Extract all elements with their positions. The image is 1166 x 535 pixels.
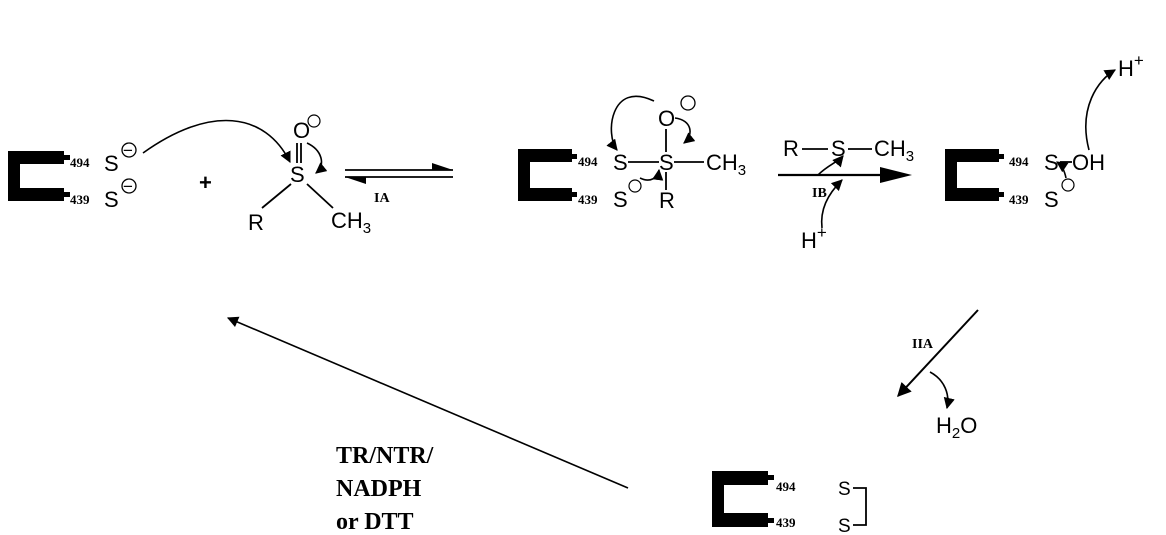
sulfur-494: S	[1044, 150, 1059, 175]
negative-charge-icon	[307, 114, 321, 128]
enzyme-reduced: 494 439 S S − −	[8, 141, 137, 212]
sulfur-atom: S	[290, 162, 305, 187]
water-release-arrow	[929, 371, 955, 410]
negative-charge-icon	[628, 179, 642, 193]
negative-charge-icon	[1061, 178, 1075, 192]
sulfurane-sulfur: S	[659, 150, 674, 175]
step-label-ia: IA	[374, 191, 390, 206]
plus-sign: +	[199, 170, 212, 195]
equilibrium-arrow-ia	[345, 163, 453, 184]
residue-439-label: 439	[578, 192, 598, 207]
negative-charge-icon	[680, 95, 696, 111]
enzyme-bracket-icon	[712, 471, 774, 527]
curved-arrow	[606, 95, 655, 151]
nucleophilic-attack-arrow	[142, 119, 291, 164]
svg-text:−: −	[123, 177, 133, 196]
reagent-line-1: TR/NTR/	[336, 443, 434, 469]
sulfur-494: S	[838, 479, 851, 500]
water-molecule: H2O	[936, 413, 977, 442]
residue-439-label: 439	[776, 515, 796, 530]
step-label-iia: IIA	[912, 337, 934, 352]
sulfur-494: S	[104, 151, 119, 176]
methionine-sulfur: S	[831, 136, 846, 161]
curved-arrow	[639, 168, 664, 181]
enzyme-intermediate: 494 439 S S S O CH3 R	[518, 95, 746, 213]
enzyme-bracket-icon	[518, 149, 577, 201]
enzyme-bracket-icon	[8, 151, 70, 201]
residue-494-label: 494	[1009, 154, 1029, 169]
curved-arrow	[1085, 69, 1116, 151]
residue-494-label: 494	[776, 479, 796, 494]
sulfur-439: S	[838, 516, 851, 535]
regeneration-arrow	[226, 316, 629, 489]
electron-shift-arrow	[306, 142, 328, 174]
svg-text:−: −	[123, 141, 133, 160]
sulfur-494: S	[613, 150, 628, 175]
negative-charge-icon: −	[121, 141, 137, 160]
sulfur-439: S	[1044, 187, 1059, 212]
residue-439-label: 439	[70, 192, 90, 207]
curved-arrow	[1056, 161, 1069, 179]
residue-439-label: 439	[1009, 192, 1029, 207]
negative-charge-icon: −	[121, 177, 137, 196]
enzyme-disulfide: 494 439 S S	[712, 471, 867, 535]
methyl-group: CH3	[331, 208, 371, 237]
product-release-arrow	[817, 155, 844, 176]
methionine-sulfoxide: O S R CH3	[248, 114, 371, 237]
enzyme-bracket-icon	[945, 149, 1004, 201]
residue-494-label: 494	[70, 155, 90, 170]
methionine-methyl: CH3	[874, 136, 914, 165]
proton-sulfenic: H+	[1118, 51, 1144, 81]
r-group: R	[659, 188, 675, 213]
proton-ib: H+	[801, 223, 827, 253]
sulfur-439: S	[613, 187, 628, 212]
proton-uptake-arrow	[820, 179, 843, 229]
r-group: R	[248, 210, 264, 235]
residue-494-label: 494	[578, 154, 598, 169]
reaction-arrow-iia	[897, 309, 979, 398]
hydroxyl-group: OH	[1072, 150, 1105, 175]
reagent-line-2: NADPH	[336, 476, 422, 502]
methyl-group: CH3	[706, 150, 746, 179]
methionine-product: R	[783, 136, 799, 161]
reaction-arrow-ib	[778, 167, 912, 183]
sulfur-439: S	[104, 187, 119, 212]
oxygen-atom: O	[293, 118, 310, 143]
reagent-line-3: or DTT	[336, 509, 414, 535]
enzyme-sulfenic-acid: 494 439 S OH S H+	[945, 51, 1144, 212]
step-label-ib: IB	[812, 186, 827, 201]
oxygen-atom: O	[658, 106, 675, 131]
disulfide-bond	[853, 487, 867, 526]
curved-arrow	[674, 117, 696, 144]
